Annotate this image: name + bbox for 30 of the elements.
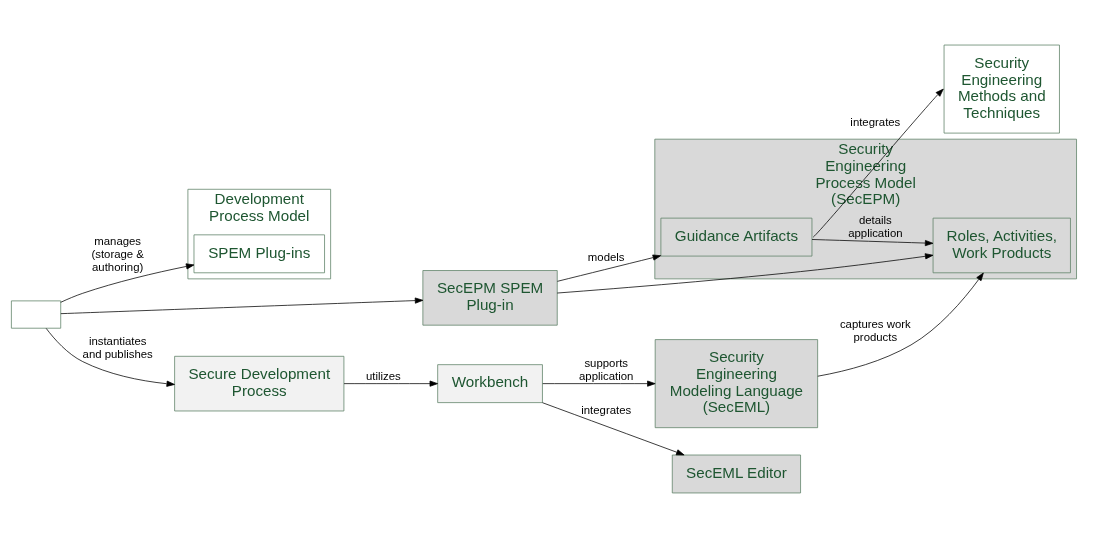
edge-label: supports application <box>579 356 634 382</box>
node-box: SPEM Plug-ins <box>193 234 325 274</box>
arrow <box>556 253 934 294</box>
edge-label: manages (storage & authoring) <box>91 235 144 274</box>
edge-label: captures work products <box>839 318 911 344</box>
node-box: SecEPM SPEM Plug-in <box>422 270 558 326</box>
arrow <box>812 88 944 238</box>
arrow <box>343 380 438 387</box>
node-box <box>11 300 62 329</box>
edge-label: instantiates and publishes <box>82 334 153 360</box>
node-box: Secure Development Process <box>174 355 345 412</box>
edge-label: integrates <box>581 404 632 417</box>
arrow <box>542 380 656 387</box>
edge-label: models <box>587 250 625 263</box>
arrow <box>557 254 662 282</box>
node-box: SecEML Editor <box>671 454 801 494</box>
node-box: Security Engineering Methods and Techniques <box>943 44 1060 134</box>
arrow <box>60 297 424 315</box>
arrow <box>811 239 934 247</box>
arrow <box>60 263 195 303</box>
edge-label: integrates <box>850 115 901 128</box>
node-box: Guidance Artifacts <box>660 217 813 257</box>
edge-label: utilizes <box>366 369 401 382</box>
edge-label: details application <box>848 214 903 240</box>
arrow <box>542 402 685 456</box>
node-box: Roles, Activities, Work Products <box>932 217 1071 274</box>
node-box: Workbench <box>437 364 543 403</box>
arrow <box>817 272 984 377</box>
arrow <box>45 328 175 387</box>
node-box: Security Engineering Modeling Language (SecEML) <box>654 339 819 429</box>
